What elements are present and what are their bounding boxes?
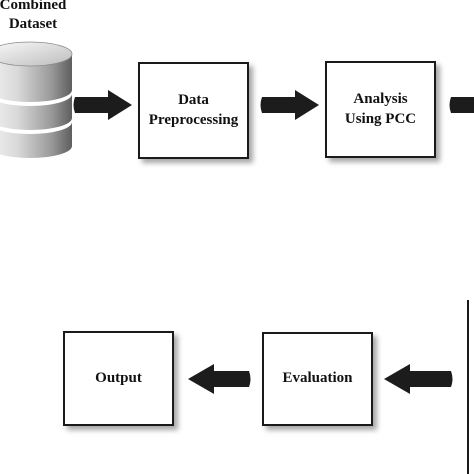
arrow-left-icon	[384, 364, 453, 394]
node-label: Output	[95, 369, 142, 386]
dataset-label: Combined Dataset	[0, 0, 67, 32]
offscreen-box-edge	[467, 300, 469, 474]
node-data-preprocessing: Data Preprocessing	[138, 62, 249, 159]
arrow-right-icon	[260, 90, 319, 120]
node-label: Data Preprocessing	[148, 92, 239, 128]
node-label: Evaluation	[282, 370, 353, 387]
database-icon	[0, 41, 73, 158]
node-output: Output	[63, 331, 174, 426]
node-analysis-using-pcc: Analysis Using PCC	[325, 61, 436, 158]
arrow-right-icon	[73, 90, 132, 120]
arrow-right-icon	[449, 97, 474, 113]
node-evaluation: Evaluation	[262, 332, 373, 426]
node-label: Analysis Using PCC	[344, 91, 417, 127]
arrow-left-icon	[188, 364, 251, 394]
